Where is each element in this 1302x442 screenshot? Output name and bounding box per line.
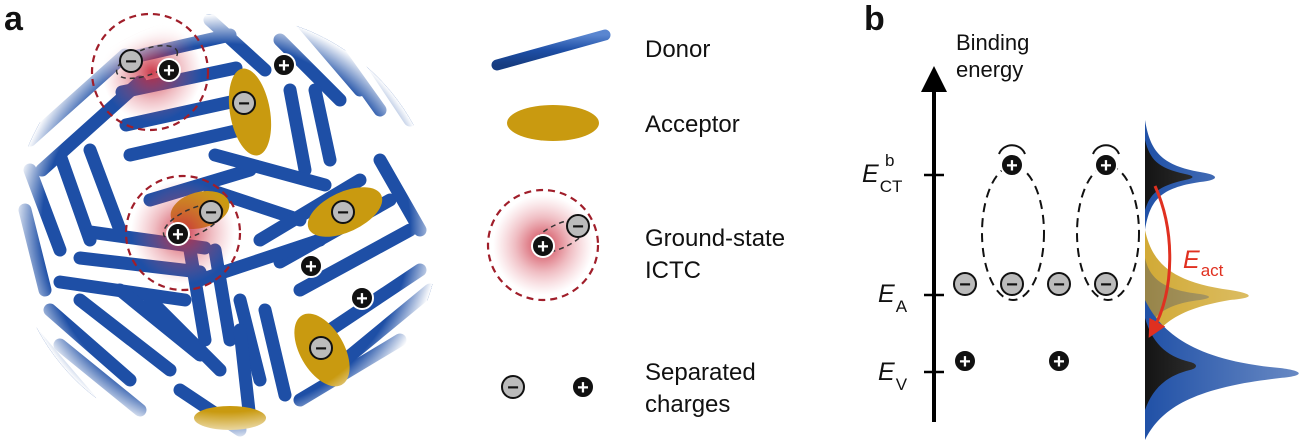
ictc-circle-top	[90, 12, 210, 132]
legend-ictc-swatch: − +	[486, 188, 600, 302]
legend-acceptor-label: Acceptor	[645, 111, 740, 138]
plus-charge: +	[272, 53, 296, 77]
plus-charge: +	[166, 222, 190, 246]
blob-charges: − + + − − + − +	[119, 49, 374, 360]
activation-arrow	[1148, 185, 1172, 338]
axis-label-2: energy	[956, 57, 1023, 82]
panel-a-label: a	[4, 0, 24, 38]
svg-text:−: −	[1006, 274, 1018, 296]
legend-acceptor-swatch	[507, 105, 599, 141]
dos-curves	[1140, 110, 1300, 442]
svg-text:−: −	[125, 51, 137, 73]
svg-text:+: +	[577, 377, 589, 399]
axis-arrowhead	[921, 66, 947, 92]
level-label-ea: EA	[878, 280, 908, 316]
legend-separated-label-2: charges	[645, 391, 730, 418]
minus-charge: −	[119, 49, 143, 73]
svg-text:+: +	[163, 60, 175, 82]
panel-b-label: b	[864, 0, 885, 38]
svg-text:−: −	[507, 377, 519, 399]
morphology-blob	[12, 14, 440, 442]
svg-text:+: +	[305, 256, 317, 278]
legend-donor-label: Donor	[645, 36, 710, 63]
svg-text:−: −	[572, 216, 584, 238]
ctc-loops	[981, 165, 1140, 301]
level-label-ect: ECT	[862, 160, 902, 196]
legend-ictc-label-1: Ground-state	[645, 225, 785, 252]
plus-charge: +	[350, 286, 374, 310]
svg-text:+: +	[1053, 351, 1065, 373]
minus-charge: −	[331, 200, 355, 224]
plus-charge: +	[299, 254, 323, 278]
svg-text:+: +	[1006, 155, 1018, 177]
legend-separated-label-1: Separated	[645, 359, 756, 386]
svg-text:−: −	[238, 93, 250, 115]
plus-charge: +	[157, 58, 181, 82]
level-label-ev: EV	[878, 358, 908, 394]
svg-text:+: +	[959, 351, 971, 373]
svg-text:+: +	[278, 55, 290, 77]
svg-text:+: +	[356, 288, 368, 310]
svg-text:−: −	[315, 338, 327, 360]
svg-text:−: −	[959, 274, 971, 296]
svg-text:−: −	[337, 202, 349, 224]
svg-text:−: −	[205, 202, 217, 224]
axis-label-1: Binding	[956, 30, 1029, 55]
minus-charge: −	[232, 91, 256, 115]
legend-ictc-label-2: ICTC	[645, 257, 701, 284]
svg-text:+: +	[1100, 155, 1112, 177]
activation-label: Eact	[1183, 246, 1224, 280]
ea-charges: − − − −	[953, 272, 1118, 296]
minus-charge: −	[199, 200, 223, 224]
ev-charges: + +	[953, 349, 1071, 373]
svg-text:−: −	[1053, 274, 1065, 296]
legend: Donor Acceptor − + Ground-state ICTC − +…	[486, 29, 785, 418]
ictc-circle-center	[124, 174, 242, 292]
legend-donor-swatch	[491, 29, 611, 71]
level-label-ect-sup: b	[885, 151, 894, 170]
ect-charges: + +	[998, 144, 1120, 177]
svg-text:+: +	[172, 224, 184, 246]
minus-charge: −	[309, 336, 333, 360]
legend-separated-swatch: − +	[501, 375, 595, 399]
svg-text:−: −	[1100, 274, 1112, 296]
svg-text:+: +	[537, 236, 549, 258]
